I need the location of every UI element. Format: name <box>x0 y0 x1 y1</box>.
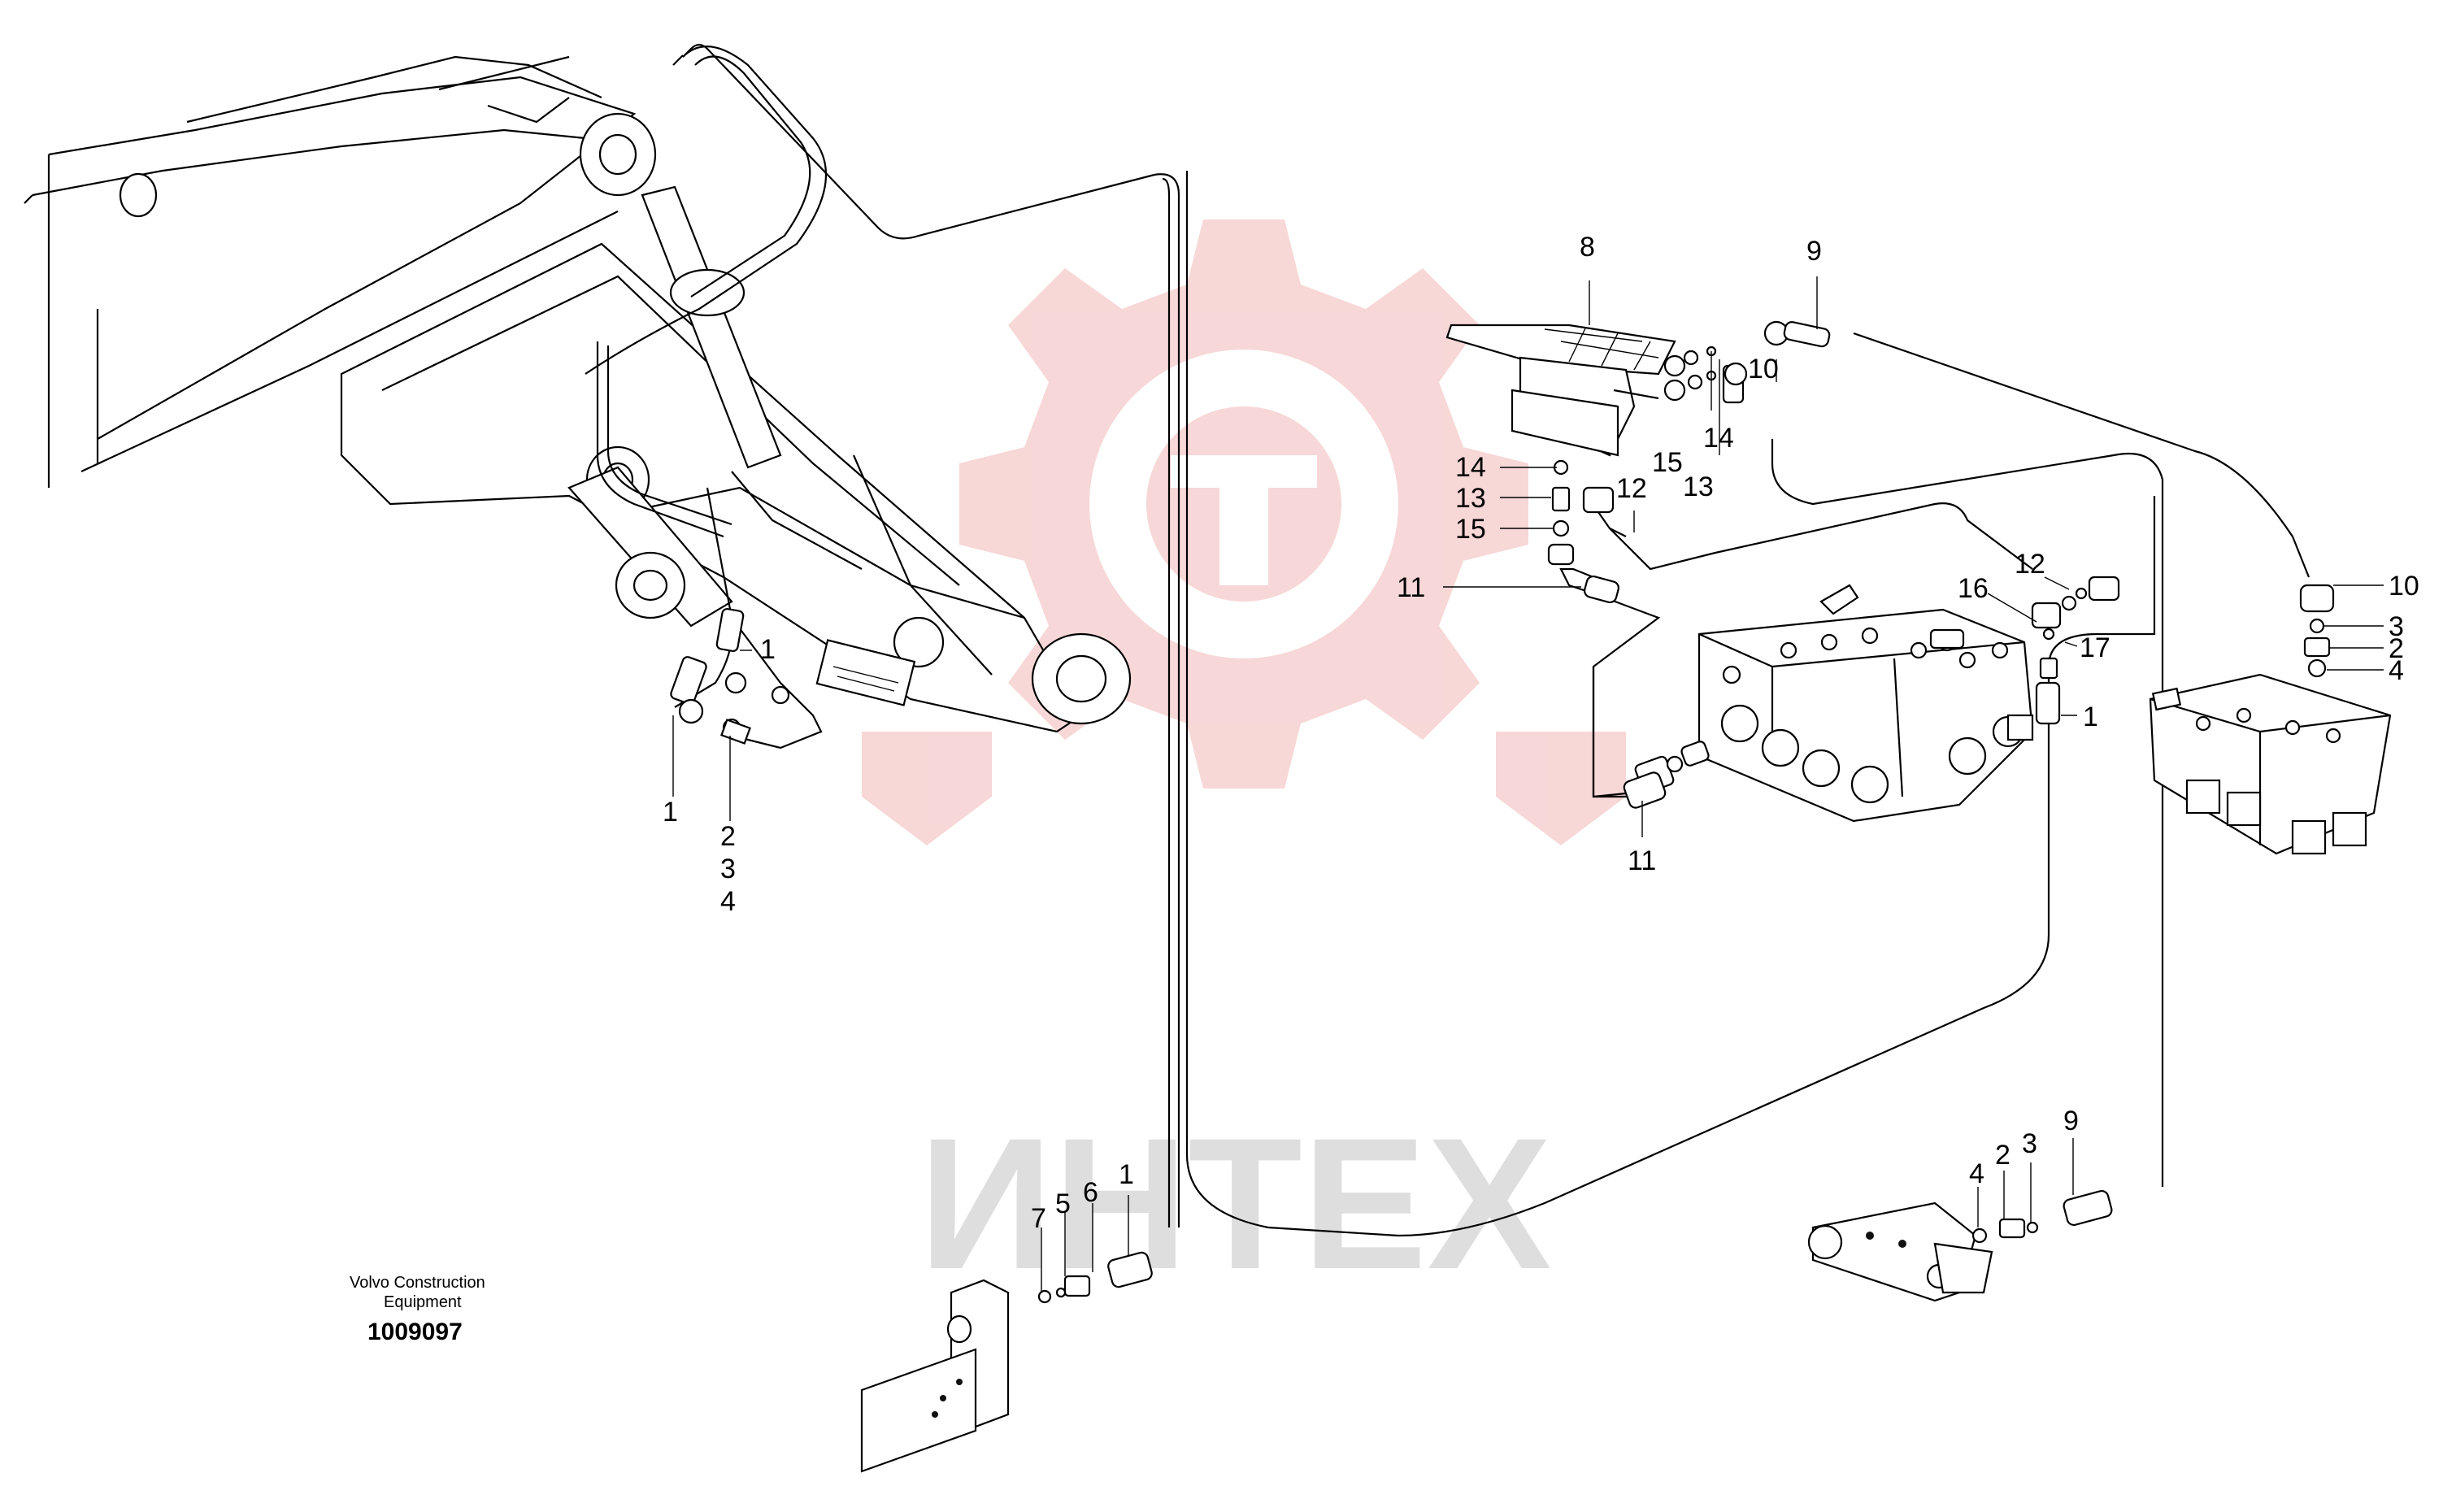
callout-11-bottom: 11 <box>1628 845 1656 876</box>
callout-17: 17 <box>2080 632 2110 663</box>
right-bracket <box>1807 1189 2113 1302</box>
callout-labels: 1 1 2 3 4 7 5 6 1 8 9 10 14 13 15 14 13 … <box>663 232 2419 1234</box>
callout-3-bottom: 3 <box>2022 1128 2037 1159</box>
callout-9-top: 9 <box>1806 236 1822 267</box>
callout-8: 8 <box>1580 232 1595 263</box>
leader-lines <box>672 276 2384 1293</box>
caption-company-line1: Volvo Construction <box>350 1274 485 1292</box>
callout-14-left: 14 <box>1455 452 1486 483</box>
left-bracket <box>860 1251 1153 1473</box>
callout-3-right: 3 <box>2389 611 2404 642</box>
arm-assembly <box>340 46 1132 733</box>
callout-1-arm-left: 1 <box>663 797 678 828</box>
callout-4-arm: 4 <box>720 886 736 917</box>
callout-5-bottom: 5 <box>1055 1188 1071 1219</box>
callout-11-left: 11 <box>1397 572 1425 603</box>
callout-1-bottom: 1 <box>1119 1159 1134 1190</box>
callout-13-left: 13 <box>1455 483 1486 514</box>
callout-3-arm: 3 <box>720 854 736 884</box>
callout-4-right: 4 <box>2389 655 2404 686</box>
pedal-fittings <box>1547 320 1831 604</box>
control-valve-block <box>1697 584 2034 823</box>
callout-2-bottom: 2 <box>1995 1140 2010 1171</box>
callout-2-right: 2 <box>2389 633 2404 664</box>
callout-1-valve: 1 <box>2083 702 2098 732</box>
callout-9-bottom: 9 <box>2063 1106 2079 1136</box>
callout-10-top: 10 <box>1748 354 1779 385</box>
valve-fittings <box>1592 576 2120 809</box>
callout-16: 16 <box>1958 573 1989 604</box>
callout-7-bottom: 7 <box>1031 1203 1046 1234</box>
callout-14-top: 14 <box>1703 423 1734 454</box>
callout-4-bottom: 4 <box>1969 1158 1984 1189</box>
callout-13-top: 13 <box>1683 471 1714 502</box>
caption-company-line2: Equipment <box>384 1293 462 1311</box>
callout-10-right: 10 <box>2389 571 2419 602</box>
caption-drawing-number: 1009097 <box>367 1319 463 1345</box>
pedal-assembly <box>1445 324 1676 457</box>
callout-12-top: 12 <box>1616 473 1647 504</box>
callout-2-arm: 2 <box>720 821 736 852</box>
callout-1-arm: 1 <box>760 634 776 665</box>
boom-assembly <box>24 55 657 488</box>
callout-15-top: 15 <box>1652 447 1683 478</box>
callout-6-bottom: 6 <box>1083 1177 1098 1208</box>
right-valve-block <box>2149 584 2392 855</box>
callout-15-left: 15 <box>1455 514 1486 545</box>
arm-fittings <box>670 487 823 749</box>
watermark-text: ИНТЕХ <box>919 1099 1552 1308</box>
drawing-caption: Volvo Construction Equipment 1009097 <box>350 1274 485 1345</box>
callout-12-right: 12 <box>2015 549 2045 580</box>
watermark-gear-logo <box>862 219 1626 845</box>
